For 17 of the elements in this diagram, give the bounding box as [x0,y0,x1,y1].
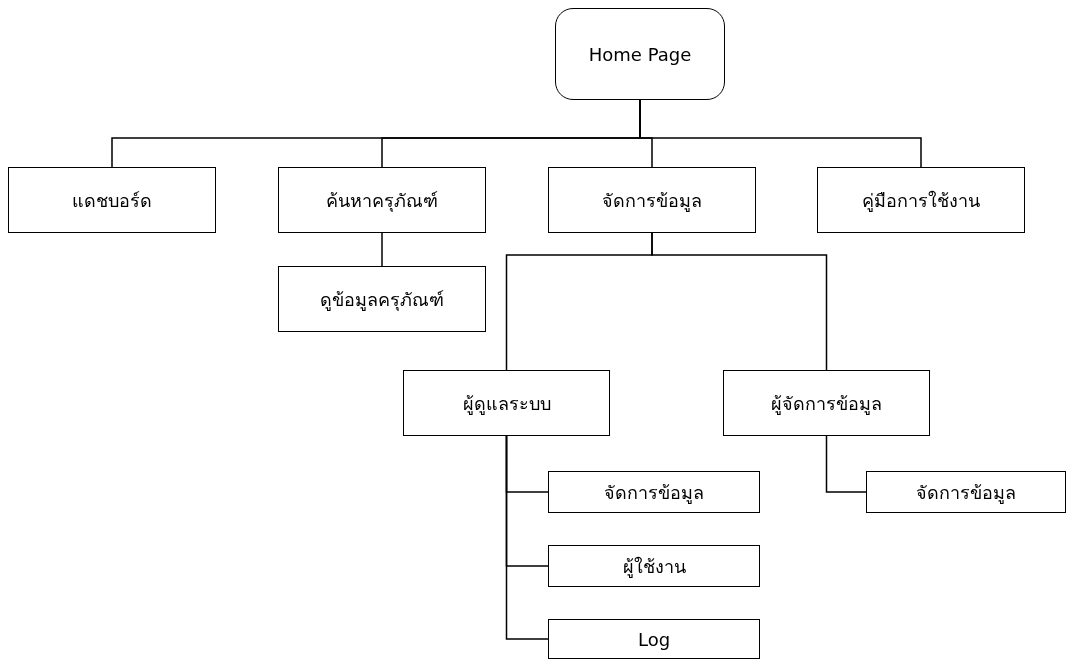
page-box: คู่มือการใช้งาน [817,167,1025,233]
page-box: ค้นหาครุภัณฑ์ [278,167,486,233]
page-box: ผู้จัดการข้อมูล [723,370,930,436]
page-box: แดชบอร์ด [8,167,216,233]
page-box: จัดการข้อมูล [548,167,756,233]
page-box: Log [548,619,760,659]
connector-line [505,435,549,640]
page-box: จัดการข้อมูล [866,471,1066,513]
connector-line [639,99,922,168]
page-box: จัดการข้อมูล [548,471,760,513]
connector-line [825,435,867,493]
connector-line [381,232,383,267]
connector-line [651,232,828,371]
page-box: ผู้ใช้งาน [548,545,760,587]
home-page-box: Home Page [555,8,725,100]
page-box: ดูข้อมูลครุภัณฑ์ [278,266,486,332]
page-box: ผู้ดูแลระบบ [403,370,610,436]
